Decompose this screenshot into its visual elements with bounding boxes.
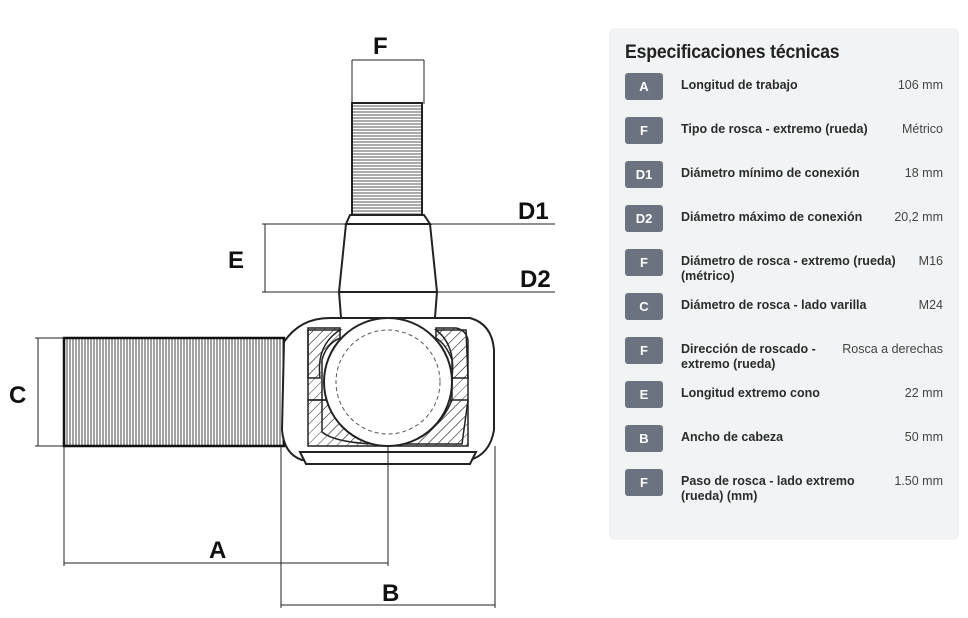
- spec-value: 106 mm: [897, 78, 943, 92]
- label-c: C: [9, 382, 26, 409]
- spec-row: F Paso de rosca - lado extremo (rueda) (…: [625, 469, 943, 513]
- spec-code-badge: D2: [625, 205, 663, 232]
- spec-label: Diámetro de rosca - extremo (rueda) (mét…: [681, 254, 896, 283]
- spec-row: A Longitud de trabajo 106 mm: [625, 73, 943, 117]
- dimension-b: B: [280, 446, 496, 608]
- spec-code-badge: F: [625, 249, 663, 276]
- spec-label: Ancho de cabeza: [681, 430, 784, 444]
- spec-label: Dirección de roscado - extremo (rueda): [681, 342, 816, 371]
- spec-value: 1.50 mm: [894, 474, 943, 488]
- label-d2: D2: [520, 266, 551, 293]
- spec-row: D2 Diámetro máximo de conexión 20,2 mm: [625, 205, 943, 249]
- spec-row: C Diámetro de rosca - lado varilla M24: [625, 293, 943, 337]
- spec-value: M16: [918, 254, 943, 268]
- ball-joint: [323, 317, 453, 447]
- spec-row: F Tipo de rosca - extremo (rueda) Métric…: [625, 117, 943, 161]
- spec-code-badge: F: [625, 469, 663, 496]
- spec-label: Longitud de trabajo: [681, 78, 798, 92]
- spec-value: 20,2 mm: [894, 210, 943, 224]
- spec-value: Métrico: [902, 122, 943, 136]
- spec-code-badge: C: [625, 293, 663, 320]
- dimension-a: A: [63, 446, 389, 566]
- spec-code-badge: A: [625, 73, 663, 100]
- label-f: F: [373, 33, 388, 60]
- label-d1: D1: [518, 198, 549, 225]
- label-b: B: [382, 580, 399, 607]
- spec-code-badge: F: [625, 337, 663, 364]
- spec-code-badge: E: [625, 381, 663, 408]
- spec-code-badge: F: [625, 117, 663, 144]
- spec-value: 22 mm: [904, 386, 943, 400]
- specifications-title: Especificaciones técnicas: [625, 42, 840, 63]
- spec-label: Diámetro mínimo de conexión: [681, 166, 860, 180]
- spec-label: Longitud extremo cono: [681, 386, 820, 400]
- spec-value: M24: [918, 298, 943, 312]
- label-a: A: [209, 537, 226, 564]
- spec-row: F Diámetro de rosca - extremo (rueda) (m…: [625, 249, 943, 293]
- spec-label: Tipo de rosca - extremo (rueda): [681, 122, 868, 136]
- threaded-shaft: [62, 336, 286, 448]
- housing-head: [280, 317, 495, 465]
- tie-rod-end-diagram: F D1 D2 E C: [9, 33, 555, 608]
- spec-label: Diámetro máximo de conexión: [681, 210, 863, 224]
- dimension-d1-d2-e: D1 D2 E: [228, 198, 555, 293]
- spec-value: 50 mm: [904, 430, 943, 444]
- spec-value: Rosca a derechas: [842, 342, 943, 356]
- dimension-c: C: [9, 337, 64, 447]
- spec-label: Diámetro de rosca - lado varilla: [681, 298, 867, 312]
- dimension-f-top: F: [351, 33, 425, 104]
- spec-row: D1 Diámetro mínimo de conexión 18 mm: [625, 161, 943, 205]
- spec-label: Paso de rosca - lado extremo (rueda) (mm…: [681, 474, 855, 503]
- spec-row: B Ancho de cabeza 50 mm: [625, 425, 943, 469]
- spec-value: 18 mm: [904, 166, 943, 180]
- specifications-panel: Especificaciones técnicas A Longitud de …: [609, 28, 959, 540]
- spec-code-badge: B: [625, 425, 663, 452]
- specifications-list: A Longitud de trabajo 106 mm F Tipo de r…: [625, 73, 943, 513]
- spec-row: E Longitud extremo cono 22 mm: [625, 381, 943, 425]
- label-e: E: [228, 247, 244, 274]
- spec-row: F Dirección de roscado - extremo (rueda)…: [625, 337, 943, 381]
- spec-code-badge: D1: [625, 161, 663, 188]
- cone: [337, 223, 439, 331]
- threaded-stud: [344, 102, 432, 225]
